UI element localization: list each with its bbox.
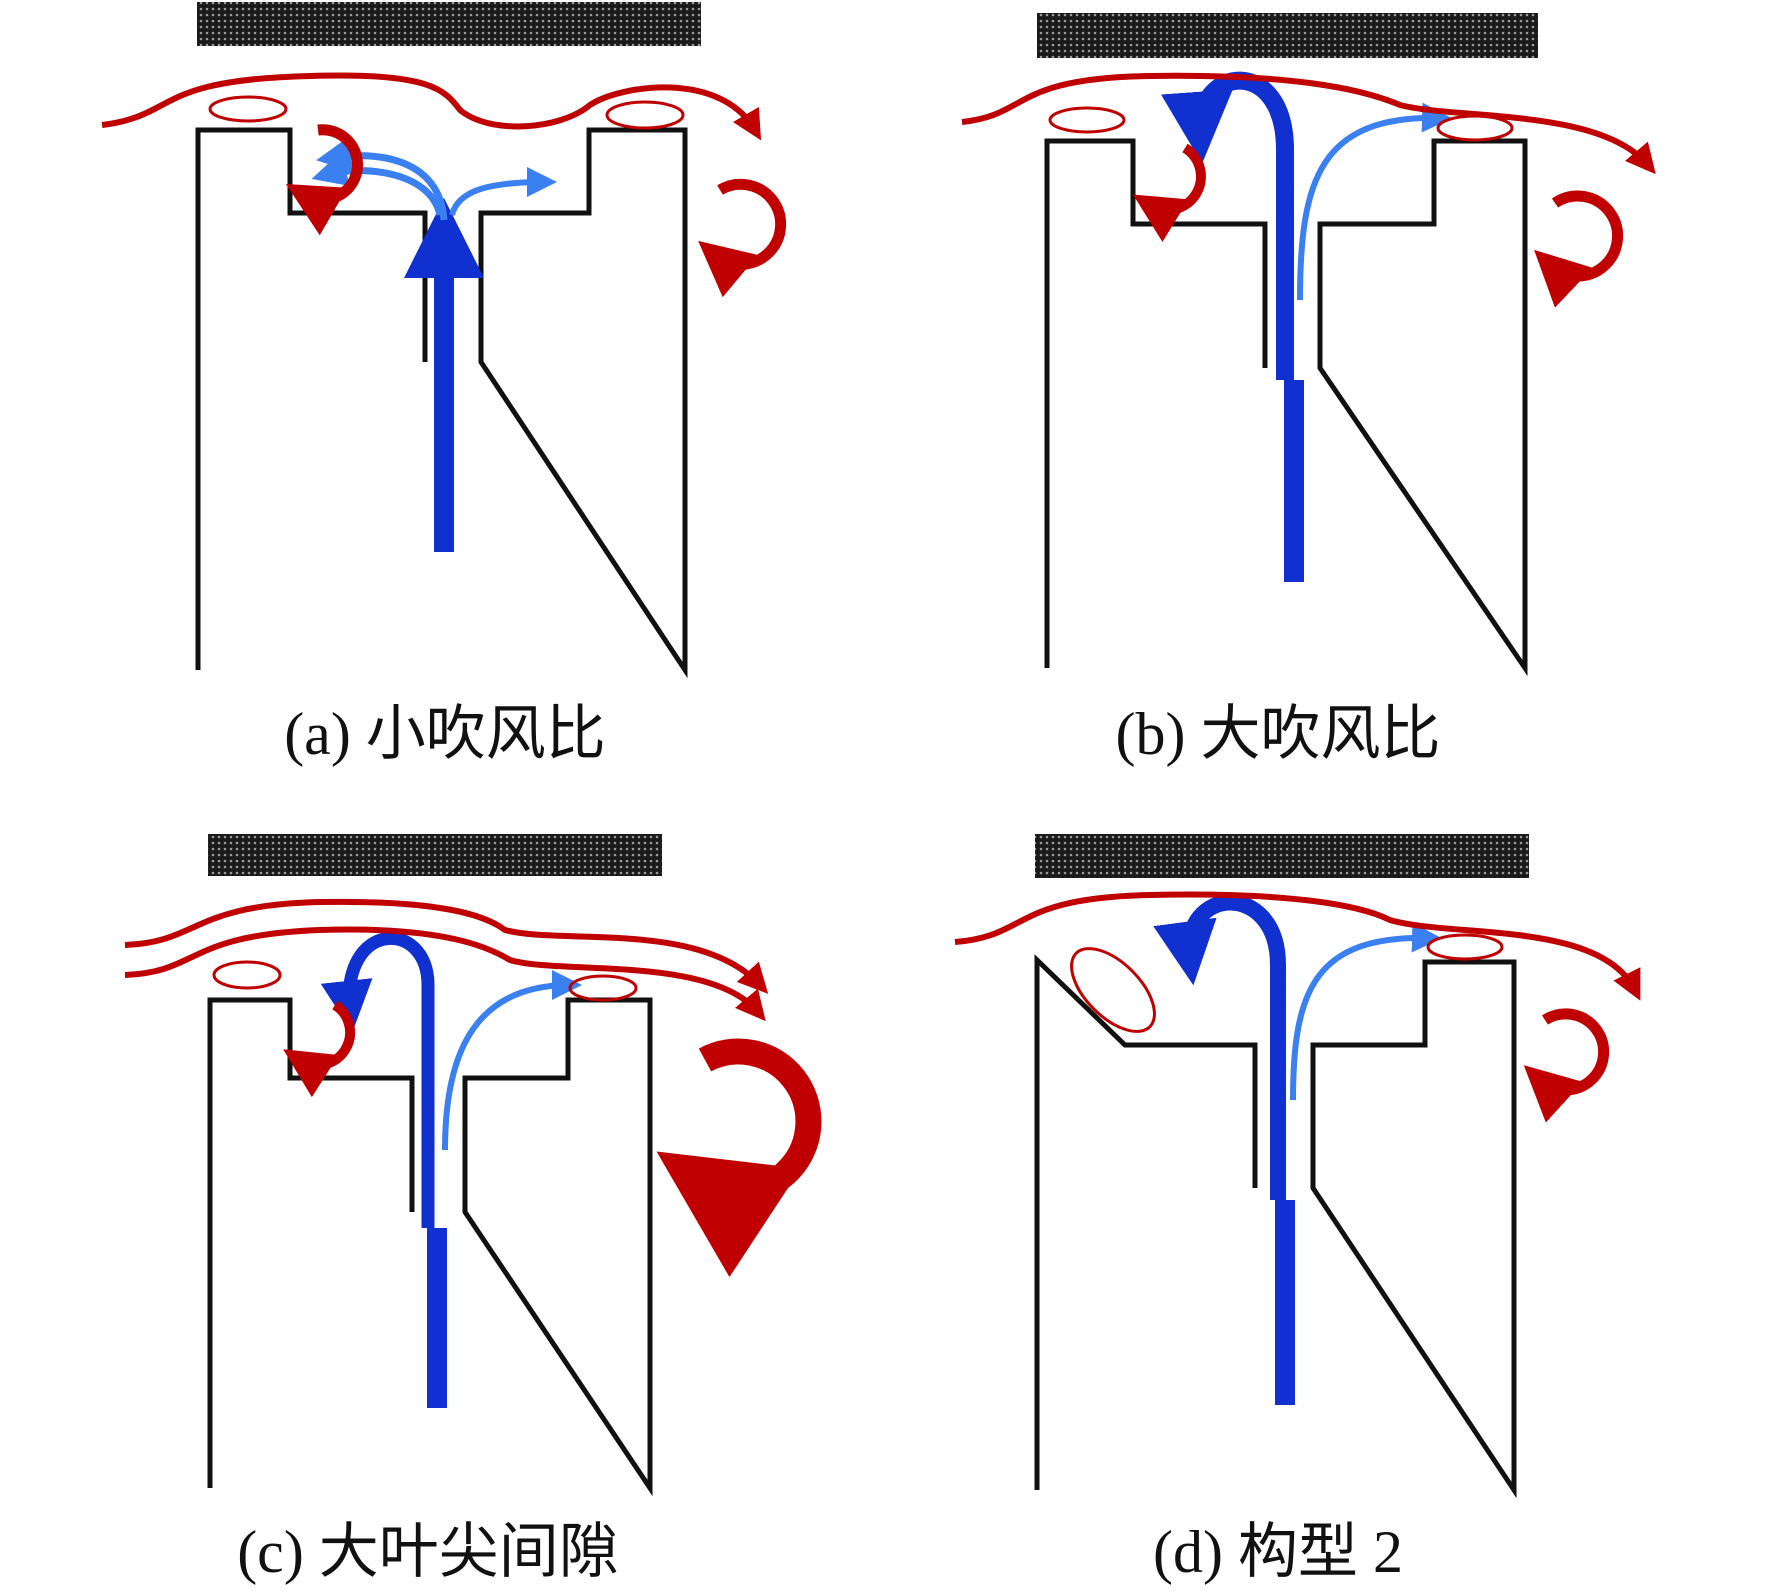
- caption-c: (c) 大叶尖间隙: [237, 1519, 619, 1585]
- caption-b: (b) 大吹风比: [1115, 701, 1441, 767]
- coolant-jet-d-top: [1153, 894, 1286, 1200]
- blade-outline-b: [1044, 138, 1528, 677]
- casing-a: [197, 2, 701, 46]
- coolant-branch-d: [1290, 922, 1442, 1101]
- tip-vortex-small-d2: [1426, 933, 1504, 961]
- leakage-flow-a: [101, 72, 762, 141]
- panel-b: [961, 13, 1656, 677]
- tip-vortex-small-b1: [1048, 106, 1126, 134]
- passage-vortex-d: [1523, 1008, 1610, 1123]
- tilted-vortex-d: [1070, 947, 1156, 1033]
- cavity-vortex-c: [283, 1000, 356, 1098]
- coolant-jet-b-top: [1161, 71, 1294, 380]
- panel-c: [124, 834, 822, 1497]
- passage-vortex-c: [656, 1038, 822, 1278]
- caption-a: (a) 小吹风比: [284, 701, 606, 767]
- leakage-flow-c2: [124, 926, 766, 1022]
- tip-vortex-small-c1: [212, 960, 282, 990]
- coolant-branch-b: [1297, 102, 1452, 301]
- coolant-branch-a3: [449, 167, 557, 216]
- passage-vortex-a: [698, 178, 787, 298]
- cavity-vortex-b: [1132, 143, 1206, 242]
- casing-b: [1037, 13, 1538, 58]
- coolant-jet-c-top: [320, 931, 435, 1228]
- panel-d: [954, 834, 1641, 1499]
- tip-vortex-small-a2: [605, 100, 685, 130]
- casing-d: [1035, 834, 1529, 878]
- tip-vortex-small-c2: [568, 974, 638, 1002]
- caption-d: (d) 构型 2: [1153, 1519, 1403, 1585]
- passage-vortex-b: [1534, 190, 1624, 308]
- coolant-branch-c: [442, 970, 582, 1151]
- coolant-branch-a2: [311, 152, 444, 217]
- panel-a: [101, 2, 787, 679]
- leakage-flow-b: [961, 72, 1656, 175]
- leakage-flow-d: [954, 891, 1641, 1001]
- tip-vortex-small-a1: [208, 95, 288, 123]
- tip-vortex-small-b2: [1436, 114, 1514, 142]
- leakage-flow-c1: [124, 898, 769, 994]
- casing-c: [208, 834, 662, 876]
- cavity-vortex-a: [285, 124, 364, 236]
- blade-outline-d: [1034, 954, 1517, 1499]
